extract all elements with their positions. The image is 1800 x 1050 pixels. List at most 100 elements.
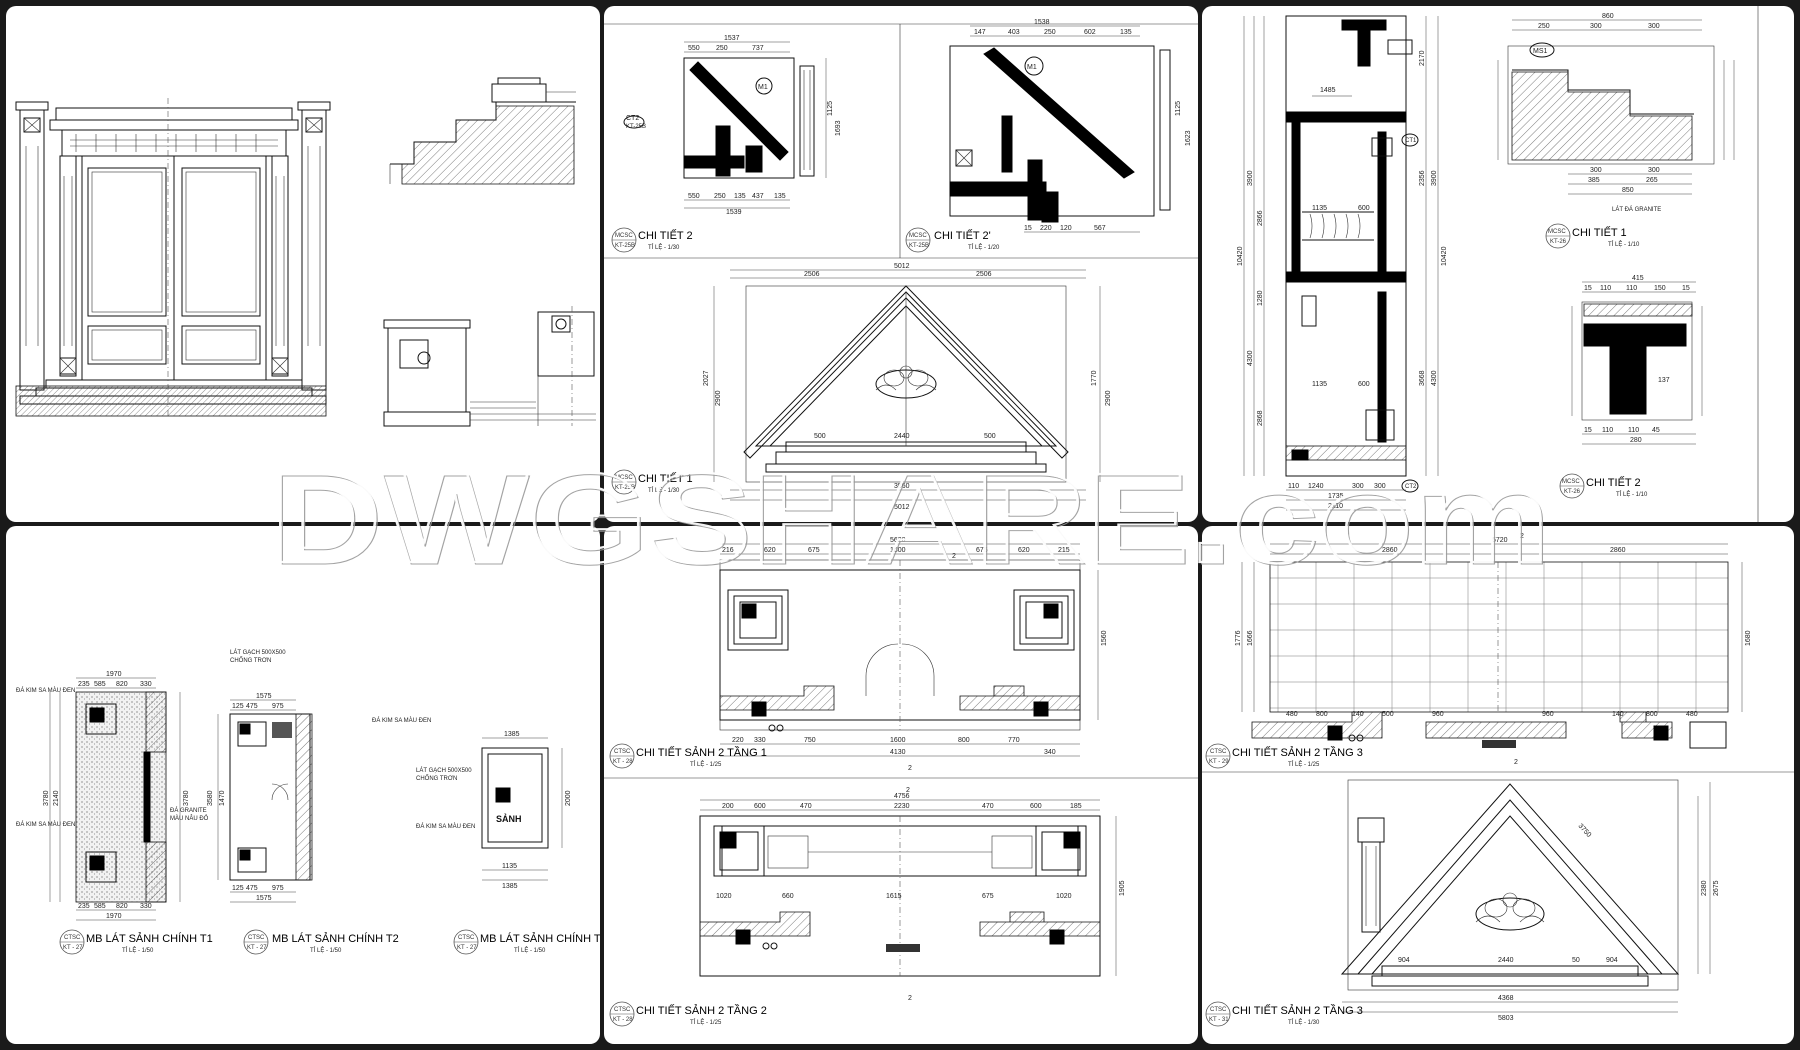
dim-text: 125: [232, 885, 244, 892]
dim-text: 1600: [890, 737, 906, 744]
section-mark: 2: [908, 995, 912, 1002]
dim-text: 150: [1654, 285, 1666, 292]
dim-text: 1575: [256, 693, 272, 700]
column-section-drawing: 10420 3900 2866 1280 4300 2868 1485 1135…: [1237, 15, 1448, 511]
dim-text: 4368: [1498, 995, 1514, 1002]
dim-text: 265: [1646, 177, 1658, 184]
dim-text: 300: [1648, 167, 1660, 174]
dim-text: 120: [1060, 225, 1072, 232]
dim-text: 137: [1658, 377, 1670, 384]
badge-top: MCSC: [909, 233, 927, 239]
dim-text: 2866: [1257, 210, 1264, 226]
badge-bottom: KT-25B: [909, 243, 929, 249]
dim-text: 4756: [894, 793, 910, 800]
badge-bottom: KT-26: [1550, 239, 1567, 245]
dim-text: 600: [1358, 381, 1370, 388]
dim-text: 300: [1590, 167, 1602, 174]
material-label: ĐÁ KIM SA MÀU ĐEN: [16, 821, 75, 828]
detail-title: MB LÁT SẢNH CHÍNH T2: [272, 932, 399, 945]
dim-text: 675: [982, 893, 994, 900]
dim-text: 2440: [1498, 957, 1514, 964]
dim-text: 135: [774, 193, 786, 200]
granite-step-drawing: 860 250 300 300 MS1 300 300 385 265 850 …: [1497, 13, 1735, 213]
callout-text: MS1: [1533, 48, 1548, 55]
badge-bottom: KT - 27: [247, 945, 267, 951]
dim-text: 1905: [1119, 880, 1126, 896]
dim-text: 960: [1542, 711, 1554, 718]
dim-text: 45: [1652, 427, 1660, 434]
detail-title: CHI TIẾT SẢNH 2 TẦNG 3: [1232, 1004, 1363, 1017]
dim-text: 860: [1602, 13, 1614, 20]
dim-text: 1970: [106, 913, 122, 920]
dim-text: 1666: [1247, 630, 1254, 646]
detail-scale: TỈ LỆ - 1/50: [310, 946, 342, 954]
detail-2p-title-block: MCSC KT-25B CHI TIẾT 2' TỈ LỆ - 1/20: [905, 227, 1000, 253]
dim-text: 1125: [1175, 101, 1182, 116]
dim-text: 50: [1572, 957, 1580, 964]
badge-bottom: KT-25B: [615, 243, 635, 249]
badge-top: CTSC: [614, 1007, 631, 1013]
detail-scale: TỈ LỆ - 1/30: [648, 486, 680, 494]
ornament-icon: [875, 365, 937, 399]
dim-text: 10420: [1441, 246, 1448, 266]
t2-title-block: CTSC KT - 27 MB LÁT SẢNH CHÍNH T2 TỈ LỆ …: [243, 929, 399, 955]
dim-text: 280: [1630, 437, 1642, 444]
dim-text: 1776: [1235, 630, 1242, 646]
detail-scale: TỈ LỆ - 1/30: [648, 243, 680, 251]
badge-bottom: KT - 27: [457, 945, 477, 951]
panel-lobby-floor-3: 5720 2 2860 2860 480 800 140 500 960 960…: [1202, 526, 1794, 1044]
floor3-title-block: CTSC KT - 29 CHI TIẾT SẢNH 2 TẦNG 3 TỈ L…: [1205, 743, 1363, 769]
dim-text: 135: [734, 193, 746, 200]
door-elevation-drawing: [15, 77, 596, 427]
dim-text: 2506: [976, 271, 992, 278]
dim-text: 1135: [1312, 381, 1327, 388]
dim-text: 500: [1382, 711, 1394, 718]
detail-title: CHI TIẾT SẢNH 2 TẦNG 3: [1232, 746, 1363, 759]
section-mark: 2: [1520, 533, 1524, 540]
dim-text: 470: [800, 803, 812, 810]
dim-text: 2027: [703, 370, 710, 386]
dim-text: 1020: [716, 893, 732, 900]
dim-text: 2900: [715, 390, 722, 406]
lobby-floor-2-drawing: 4756 2 200 600 470 2230 470 600 185 1020…: [699, 787, 1126, 1002]
dim-text: 820: [116, 903, 128, 910]
dim-text: 904: [1398, 957, 1410, 964]
dim-text: 1135: [502, 863, 517, 870]
dim-text: 500: [814, 433, 826, 440]
t3-title-block: CTSC KT - 27 MB LÁT SẢNH CHÍNH T3 TỈ LỆ …: [453, 929, 600, 955]
dim-text: 5720: [1492, 537, 1508, 544]
room-label: SẢNH: [496, 813, 522, 824]
dim-text: 1240: [1308, 483, 1324, 490]
dim-text: 2356: [1419, 170, 1426, 186]
dim-text: 480: [1286, 711, 1298, 718]
dim-text: 110: [1628, 427, 1639, 434]
dim-text: 737: [752, 45, 764, 52]
floor2-title-block: CTSC KT - 28 CHI TIẾT SẢNH 2 TẦNG 2 TỈ L…: [609, 1001, 767, 1027]
detail-scale: TỈ LỆ - 1/25: [690, 1018, 722, 1026]
dim-text: 620: [764, 547, 776, 554]
dim-text: 620: [1018, 547, 1030, 554]
badge-top: MCSC: [1562, 479, 1580, 485]
lobby-floor-1-drawing: 5620 216 620 675 1600 675 620 215 2 1560…: [719, 537, 1108, 772]
dim-text: 1280: [1257, 290, 1264, 306]
dim-text: 330: [140, 903, 152, 910]
dim-text: 3668: [1419, 370, 1426, 386]
badge-bottom: KT - 28: [613, 759, 633, 765]
badge-bottom: KT - 31: [1209, 1017, 1229, 1023]
callout-sub: KT-25B: [626, 124, 646, 130]
detail-scale: TỈ LỆ - 1/20: [968, 243, 1000, 251]
dim-text: 770: [1008, 737, 1020, 744]
baluster-icon: [1302, 211, 1374, 241]
dim-text: 15: [1584, 427, 1592, 434]
panel-door-elevation: [6, 6, 600, 522]
detail-title: CHI TIẾT 1: [1572, 226, 1627, 239]
panel-floor-plans: 1970 235 585 820 330 ĐÁ KIM SA MÀU ĐEN Đ…: [6, 526, 600, 1044]
dim-text: 216: [722, 547, 734, 554]
dim-text: 385: [1588, 177, 1600, 184]
dim-text: 1615: [886, 893, 902, 900]
dim-text: 15: [1024, 225, 1032, 232]
dim-text: 4300: [1247, 350, 1254, 366]
callout-text: M1: [758, 84, 768, 91]
dim-text: 550: [688, 45, 700, 52]
section-mark: 2: [1514, 759, 1518, 766]
